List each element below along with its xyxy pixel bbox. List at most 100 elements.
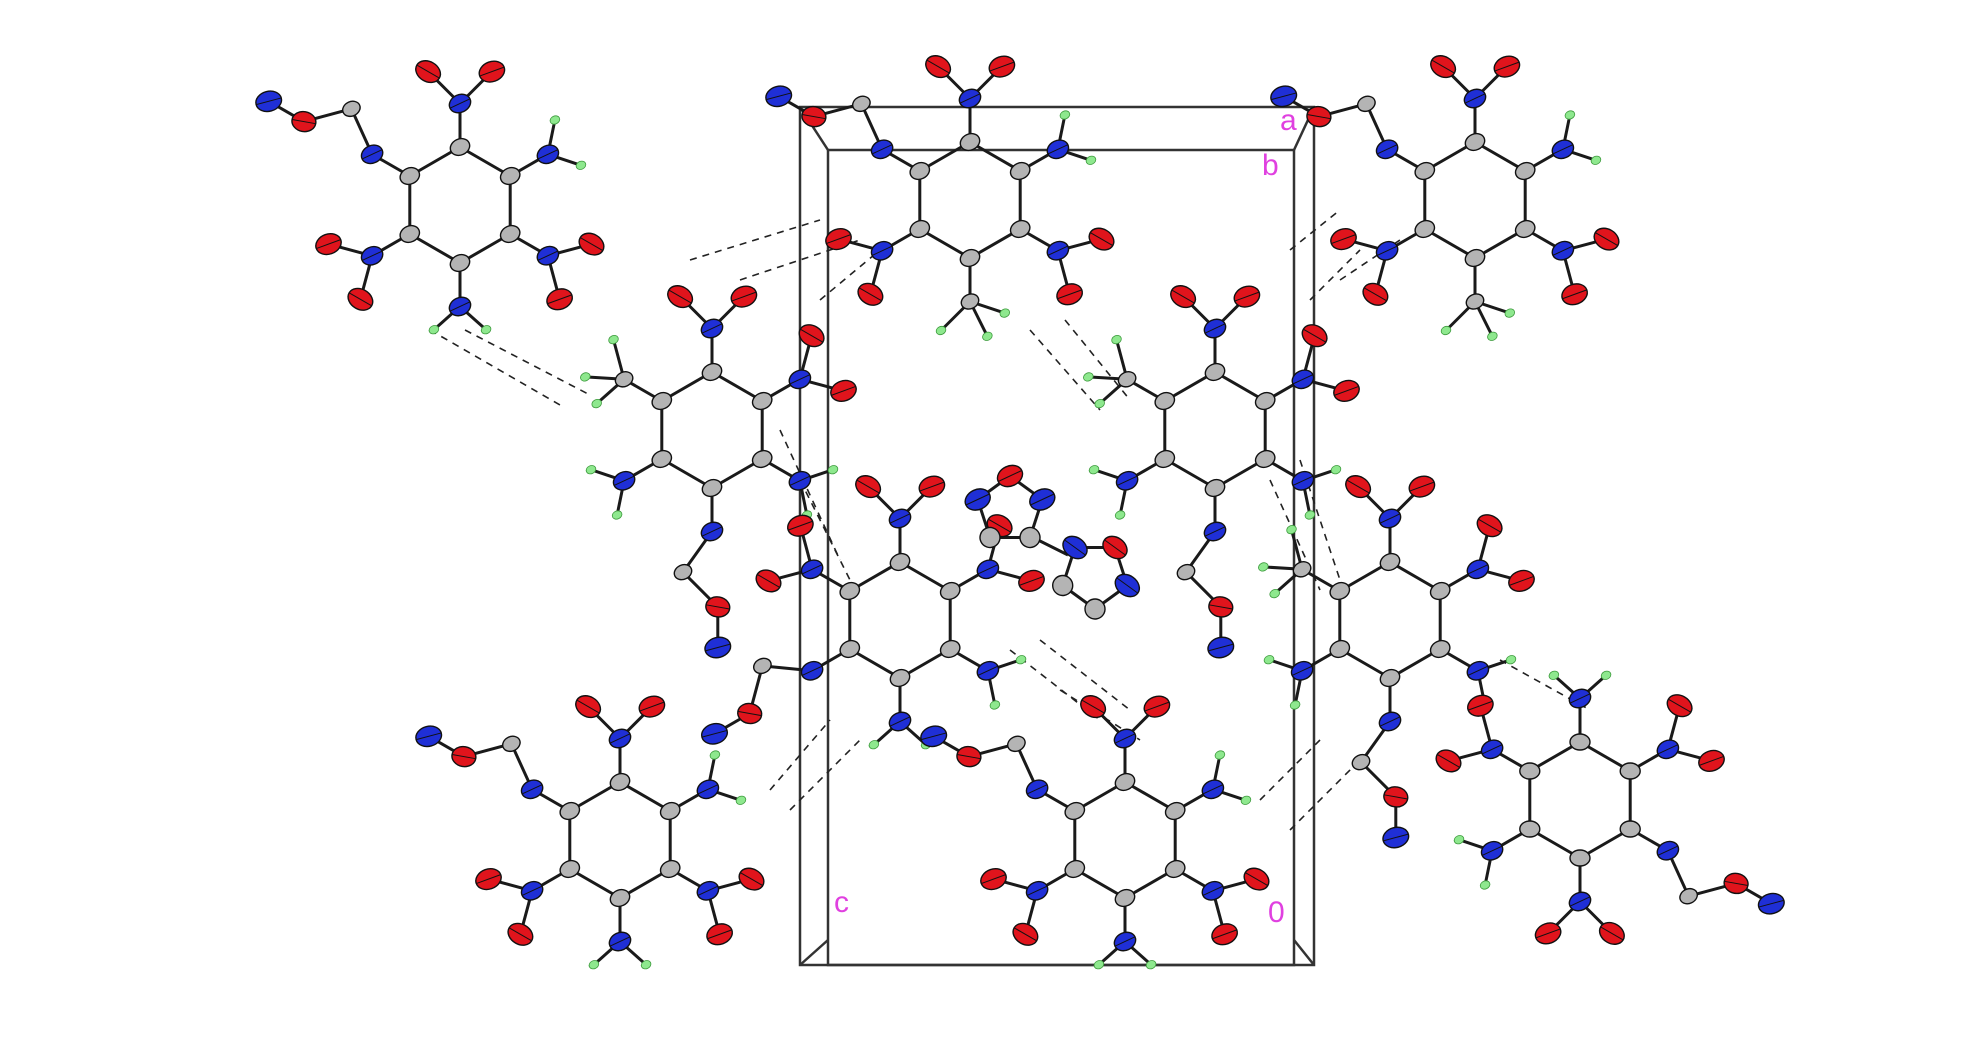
carbon-atom [449,137,471,157]
ellipsoid-axis [965,493,990,506]
ellipsoid-axis [1292,374,1314,385]
covalent-bond [1037,538,1069,557]
ellipsoid-axis [959,93,981,104]
hydrogen-bond [769,719,831,791]
carbon-atom [1254,449,1276,469]
carbon-atom [1514,161,1536,181]
carbon-atom [499,166,521,186]
carbon-atom [939,581,961,601]
ellipsoid-axis [348,292,372,307]
carbon-atom [1465,293,1485,310]
ellipsoid-axis [451,754,476,760]
ellipsoid-axis [1144,701,1170,712]
ellipsoid-axis [256,97,282,106]
covalent-bond [1124,780,1176,813]
hydrogen-atom [1453,835,1465,845]
ellipsoid-axis [756,573,781,588]
carbon-atom [1154,391,1176,411]
ellipsoid-axis [1047,245,1069,256]
carbon-atom [839,639,861,659]
ellipsoid-axis [921,732,947,741]
hydrogen-bond [1499,659,1591,711]
covalent-bond [569,867,621,900]
hydrogen-bond [464,329,591,396]
ellipsoid-axis [1026,784,1048,795]
ellipsoid-axis [801,665,823,676]
carbon-atom [609,888,631,908]
ellipsoid-axis [1244,872,1269,887]
carbon-atom [1379,552,1401,572]
ellipsoid-axis [1552,144,1574,155]
hydrogen-atom [1094,399,1105,409]
ellipsoid-axis [1346,479,1370,494]
ellipsoid-axis [1212,929,1237,940]
ellipsoid-axis [766,92,792,101]
carbon-atom [1379,668,1401,688]
ellipsoid-axis [1481,744,1503,755]
hydrogen-atom [735,795,747,805]
carbon-atom [1351,753,1371,771]
hydrogen-atom [640,960,652,970]
ellipsoid-axis [361,149,383,160]
ellipsoid-axis [613,475,635,486]
carbon-atom [979,526,1001,549]
hydrogen-atom [608,335,619,345]
ellipsoid-axis [697,885,719,896]
ellipsoid-axis [609,936,631,947]
carbon-atom [449,253,471,273]
carbon-atom [1019,526,1041,549]
hydrogen-atom [1083,372,1094,382]
carbon-atom [559,859,581,879]
covalent-bond [1424,227,1476,260]
hydrogen-atom [575,160,587,170]
hydrogen-atom [1114,510,1126,520]
carbon-atom [939,639,961,659]
hydrogen-atom [1505,655,1517,665]
carbon-atom [1569,849,1591,867]
ellipsoid-axis [361,250,383,261]
hydrogen-atom [1440,325,1452,336]
hydrogen-atom [1258,562,1269,572]
hydrogen-bond [1029,329,1101,411]
ellipsoid-axis [639,701,665,712]
covalent-bond [1474,140,1526,173]
ellipsoid-axis [1306,114,1331,120]
ellipsoid-axis [1202,885,1224,896]
ellipsoid-axis [701,526,723,537]
hydrogen-bond [799,479,851,581]
hydrogen-atom [709,750,721,760]
ellipsoid-axis [579,237,604,252]
carbon-atom [1254,391,1276,411]
carbon-atom [1176,563,1196,581]
ellipsoid-axis [889,513,911,524]
ellipsoid-axis [1116,475,1138,486]
carbon-atom [499,224,521,244]
ellipsoid-axis [926,59,950,74]
hydrogen-atom [999,308,1011,318]
carbon-atom [559,801,581,821]
carbon-atom [959,132,981,152]
ellipsoid-axis [416,64,440,79]
hydrogen-atom [588,960,600,970]
carbon-atom [1519,820,1541,838]
carbon-atom [889,552,911,572]
hydrogen-atom [1059,110,1071,120]
covalent-bond [1214,370,1266,403]
ellipsoid-axis [1271,92,1297,101]
ellipsoid-axis [1208,643,1234,652]
hydrogen-bond [1259,739,1321,801]
ellipsoid-axis [1057,289,1082,300]
ellipsoid-axis [1376,144,1398,155]
ellipsoid-axis [1303,328,1327,343]
covalent-bond [459,145,511,178]
ellipsoid-axis [1171,289,1195,304]
covalent-bond [849,647,901,680]
carbon-atom [1679,887,1699,905]
ellipsoid-axis [479,66,505,77]
carbon-atom [1519,762,1541,780]
ellipsoid-axis [1600,926,1624,941]
hydrogen-atom [591,399,602,409]
covalent-bond [409,232,461,265]
carbon-atom [752,657,772,675]
hydrogen-atom [1564,110,1576,120]
